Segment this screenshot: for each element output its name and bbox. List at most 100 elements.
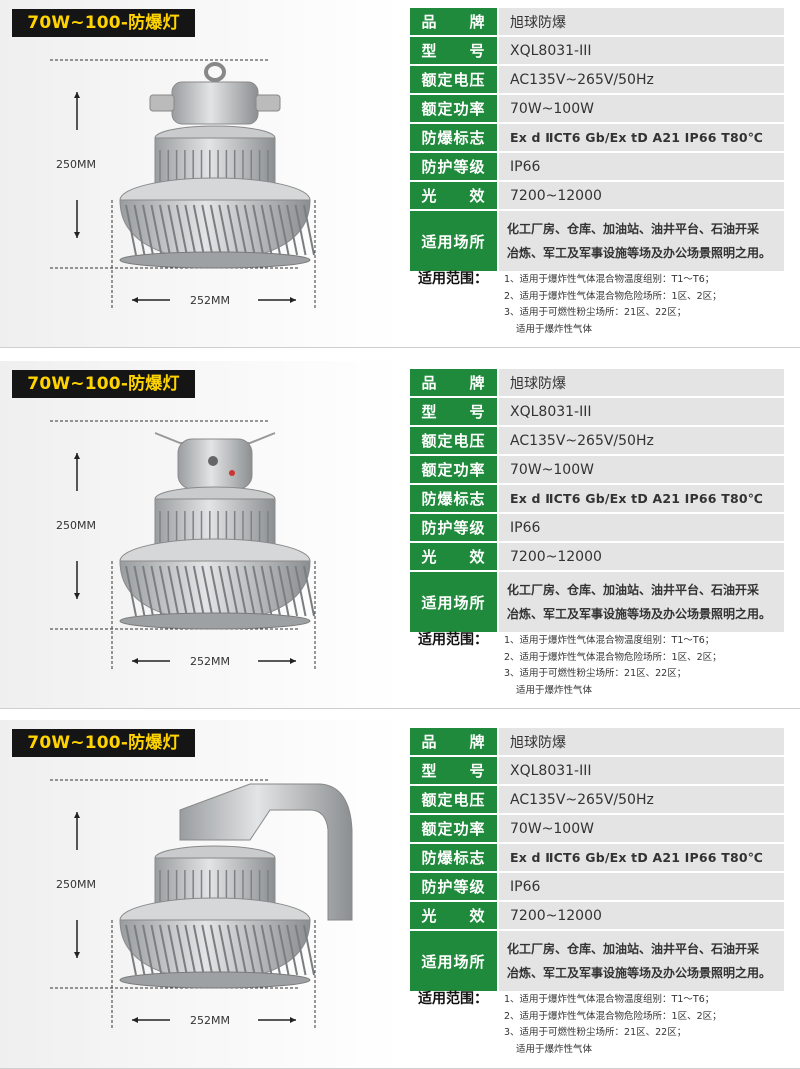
spec-value: IP66: [499, 514, 784, 541]
spec-label: 防护等级: [410, 514, 497, 541]
heatsink-fin: [158, 565, 171, 617]
height-arrow-up-head: [74, 453, 80, 459]
explosion-proof-lamp-image: [119, 783, 353, 989]
spec-row: 适用场所化工厂房、仓库、加油站、油井平台、石油开采冶炼、军工及军事设施等场及办公…: [410, 572, 784, 632]
explosion-proof-lamp-image: [119, 432, 315, 630]
heatsink-fin: [294, 565, 307, 617]
heatsink-fin: [133, 565, 146, 617]
spec-label: 型 号: [410, 757, 497, 784]
width-arrow-right-head: [290, 1017, 296, 1023]
spec-value: AC135V~265V/50Hz: [499, 786, 784, 813]
heatsink-fin: [252, 924, 265, 976]
spec-value-line: 冶炼、军工及军事设施等场及办公场景照明之用。: [507, 607, 772, 621]
hook-ring-icon: [204, 62, 226, 82]
scope-title: 适用范围：: [418, 991, 488, 1007]
heatsink-fin: [133, 204, 146, 256]
heatsink-fin: [184, 565, 197, 617]
heatsink-fin: [303, 924, 315, 976]
product-title-badge: 70W~100-防爆灯: [12, 9, 195, 37]
screw-icon: [208, 456, 218, 466]
height-arrow-up-head: [74, 92, 80, 98]
scope-item: 1、适用于爆炸性气体混合物温度组别：T1～T6；: [504, 994, 715, 1005]
height-arrow-down-head: [74, 952, 80, 958]
heatsink-fin: [150, 204, 163, 256]
heatsink-fin: [175, 204, 188, 256]
heatsink-fin: [125, 565, 137, 617]
spec-value: Ex d ⅡCT6 Gb/Ex tD A21 IP66 T80℃: [499, 124, 784, 151]
spec-value: 旭球防爆: [499, 369, 784, 396]
product-title-badge: 70W~100-防爆灯: [12, 729, 195, 757]
heatsink-fin: [167, 565, 180, 617]
scope-item: 2、适用于爆炸性气体混合物危险场所：1区、2区；: [504, 1010, 722, 1022]
heatsink-fin: [260, 565, 273, 617]
heatsink-fin: [167, 204, 180, 256]
heatsink-fin: [184, 924, 197, 976]
scope-item: 3、适用于可燃性粉尘场所：21区、22区；: [504, 668, 687, 679]
heatsink-fin: [269, 204, 282, 256]
spec-value-line: 冶炼、军工及军事设施等场及办公场景照明之用。: [507, 966, 772, 980]
spec-label: 额定电压: [410, 427, 497, 454]
spec-value: Ex d ⅡCT6 Gb/Ex tD A21 IP66 T80℃: [499, 485, 784, 512]
spec-label: 适用场所: [410, 211, 497, 271]
heatsink-fin: [303, 204, 315, 256]
spec-value: 70W~100W: [499, 815, 784, 842]
heatsink-fin: [150, 565, 163, 617]
spec-value: 70W~100W: [499, 95, 784, 122]
scope-item: 2、适用于爆炸性气体混合物危险场所：1区、2区；: [504, 651, 722, 663]
height-arrow-down-head: [74, 232, 80, 238]
spec-label: 光 效: [410, 902, 497, 929]
width-dimension-label: 252MM: [190, 1014, 230, 1027]
spec-value: 化工厂房、仓库、加油站、油井平台、石油开采冶炼、军工及军事设施等场及办公场景照明…: [499, 211, 784, 271]
width-dimension-label: 252MM: [190, 655, 230, 668]
heatsink-fin: [269, 565, 282, 617]
heatsink-fin: [252, 565, 265, 617]
spec-value: 化工厂房、仓库、加油站、油井平台、石油开采冶炼、军工及军事设施等场及办公场景照明…: [499, 931, 784, 991]
heatsink-fin: [218, 565, 231, 617]
spec-label: 防爆标志: [410, 844, 497, 871]
heatsink-fin: [192, 565, 205, 617]
width-arrow-left-head: [132, 1017, 138, 1023]
spec-row: 品 牌旭球防爆: [410, 369, 784, 396]
heatsink-fin: [133, 924, 146, 976]
scope-list: 1、适用于爆炸性气体混合物温度组别：T1～T6； 2、适用于爆炸性气体混合物危险场…: [504, 992, 722, 1058]
junction-box: [171, 81, 259, 125]
explosion-proof-lamp-image: [119, 62, 315, 269]
heatsink-fin: [277, 565, 290, 617]
heatsink-fin: [175, 565, 188, 617]
spec-label: 光 效: [410, 182, 497, 209]
heatsink-base-ring: [119, 251, 311, 269]
scope-item: 适用于爆炸性气体: [516, 684, 593, 696]
spec-row: 适用场所化工厂房、仓库、加油站、油井平台、石油开采冶炼、军工及军事设施等场及办公…: [410, 211, 784, 271]
scope-list: 1、适用于爆炸性气体混合物温度组别：T1～T6；2、适用于爆炸性气体混合物危险场…: [504, 272, 722, 338]
scope-item: 1、适用于爆炸性气体混合物温度组别：T1～T6；: [504, 274, 715, 285]
spec-value: XQL8031-III: [499, 757, 784, 784]
heatsink-fin: [158, 204, 171, 256]
heatsink-fin: [158, 924, 171, 976]
heatsink-fin: [252, 204, 265, 256]
heatsink-fin: [277, 204, 290, 256]
heatsink-fin: [192, 924, 205, 976]
spec-label: 品 牌: [410, 728, 497, 755]
heatsink-fin: [286, 924, 299, 976]
spec-label: 防爆标志: [410, 124, 497, 151]
spec-label: 适用场所: [410, 572, 497, 632]
scope-item: 1、适用于爆炸性气体混合物温度组别：T1～T6；: [504, 635, 715, 646]
width-arrow-right-head: [290, 658, 296, 664]
scope-item: 3、适用于可燃性粉尘场所：21区、22区；: [504, 1027, 687, 1038]
width-arrow-right-head: [290, 297, 296, 303]
spec-value: XQL8031-III: [499, 398, 784, 425]
